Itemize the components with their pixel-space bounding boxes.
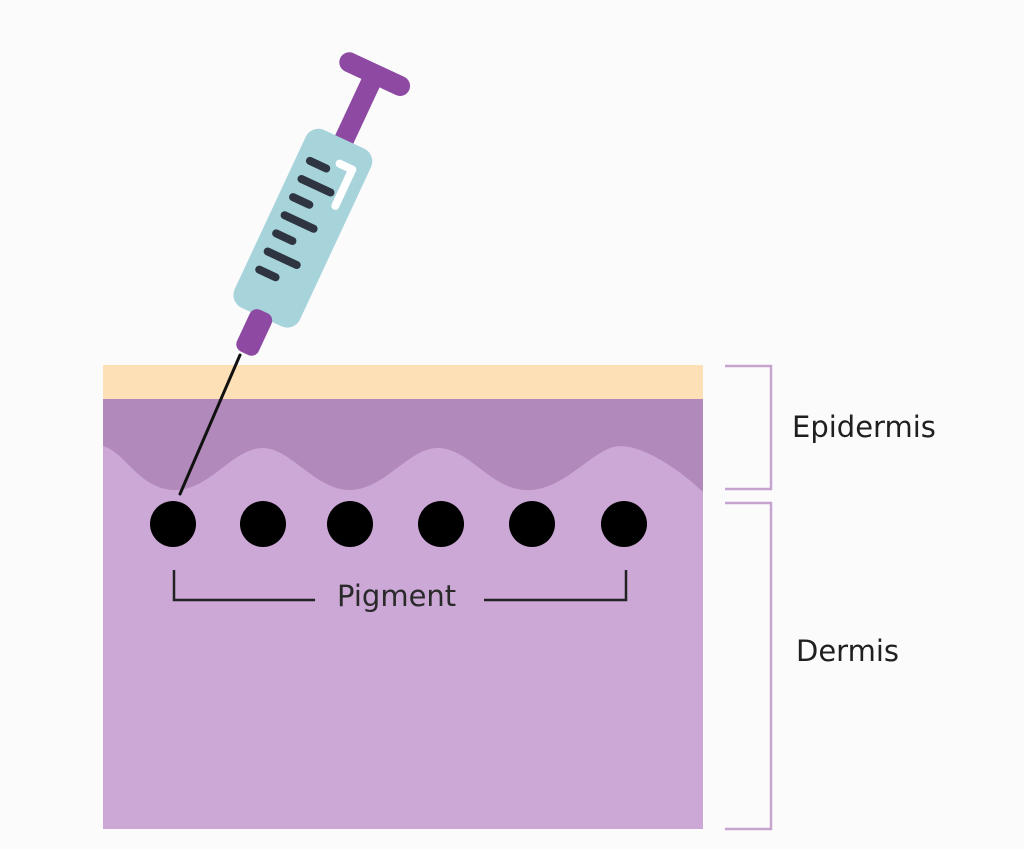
pigment-dots bbox=[150, 501, 647, 547]
pigment-dot bbox=[327, 501, 373, 547]
dermis-bracket bbox=[725, 501, 773, 831]
needle bbox=[178, 353, 242, 496]
skin-surface-layer bbox=[103, 365, 703, 399]
skin-cross-section bbox=[103, 365, 703, 829]
pigment-dot bbox=[418, 501, 464, 547]
epidermis-bracket bbox=[725, 364, 773, 491]
pigment-dot bbox=[509, 501, 555, 547]
dermis-label: Dermis bbox=[796, 634, 900, 668]
pigment-label: Pigment bbox=[337, 579, 457, 613]
epidermis-label: Epidermis bbox=[792, 410, 936, 444]
syringe-icon bbox=[233, 52, 411, 356]
pigment-bracket bbox=[172, 570, 628, 602]
pigment-dot bbox=[240, 501, 286, 547]
pigment-dot bbox=[150, 501, 196, 547]
pigment-dot bbox=[601, 501, 647, 547]
epidermis-layer bbox=[103, 398, 703, 492]
